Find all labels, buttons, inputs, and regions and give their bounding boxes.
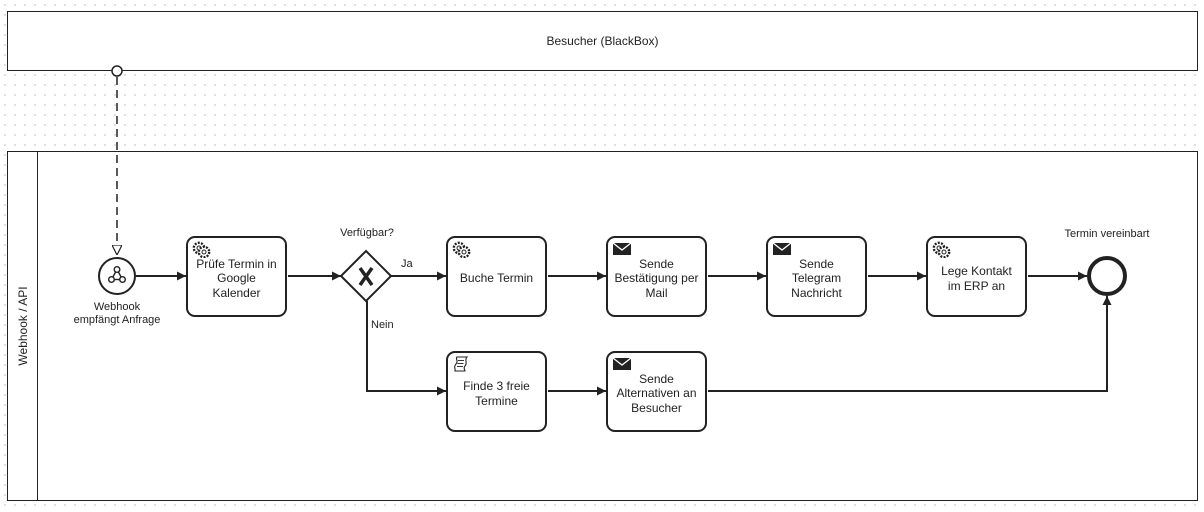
visitor-pool[interactable]: Besucher (BlackBox) — [7, 11, 1198, 71]
send-message-envelope-icon — [772, 242, 792, 255]
task-find-free-slots[interactable]: Finde 3 freie Termine — [446, 351, 547, 432]
task-mail-line2: Bestätigung per — [614, 271, 699, 286]
task-find-line2: Termine — [475, 393, 518, 408]
task-check-line2: Google — [217, 271, 256, 286]
gateway-yes-label: Ja — [401, 258, 413, 270]
start-event-label-line2: empfängt Anfrage — [73, 314, 161, 326]
service-task-gear-icon — [932, 241, 951, 258]
task-mail-line3: Mail — [645, 285, 668, 300]
send-message-envelope-icon — [612, 242, 632, 255]
webhook-pool-header: Webhook / API — [8, 152, 38, 500]
task-erp-line2: im ERP an — [947, 278, 1006, 293]
script-task-icon — [454, 356, 469, 372]
service-task-gear-icon — [452, 241, 471, 258]
task-mail-line1: Sende — [639, 256, 674, 271]
task-book-appointment[interactable]: Buche Termin — [446, 236, 547, 317]
task-telegram-line2: Telegram — [791, 271, 842, 286]
service-task-gear-icon — [192, 241, 211, 258]
gateway-label: Verfügbar? — [340, 227, 394, 239]
task-alt-line3: Besucher — [631, 400, 682, 415]
task-check-calendar[interactable]: Prüfe Termin in Google Kalender — [186, 236, 287, 317]
exclusive-gateway[interactable] — [339, 249, 393, 303]
start-event-label-line1: Webhook — [93, 301, 141, 313]
task-book-line1: Buche Termin — [459, 271, 534, 286]
start-event-label: Webhook empfängt Anfrage — [74, 301, 161, 327]
task-check-line1: Prüfe Termin in — [196, 256, 277, 271]
gateway-no-label: Nein — [371, 319, 394, 331]
visitor-pool-label: Besucher (BlackBox) — [546, 34, 659, 48]
flow-gateway-no[interactable] — [366, 301, 446, 396]
send-message-envelope-icon — [612, 357, 632, 370]
end-event-label: Termin vereinbart — [1064, 228, 1150, 240]
flow-alt-to-end[interactable] — [708, 296, 1112, 392]
end-event[interactable] — [1087, 256, 1127, 296]
task-telegram-line1: Sende — [799, 256, 834, 271]
task-erp-line1: Lege Kontakt — [941, 264, 1012, 278]
message-flow[interactable] — [111, 65, 123, 255]
start-event[interactable] — [98, 257, 136, 295]
task-alt-line2: Alternativen an — [616, 386, 697, 401]
task-alt-line1: Sende — [639, 371, 674, 386]
task-telegram-line3: Nachricht — [791, 285, 842, 300]
task-check-line3: Kalender — [212, 285, 261, 300]
webhook-icon — [107, 266, 126, 284]
task-send-alternatives[interactable]: Sende Alternativen an Besucher — [606, 351, 707, 432]
task-find-line1: Finde 3 freie — [463, 379, 530, 393]
exclusive-gateway-x-icon — [358, 266, 374, 287]
task-create-erp-contact[interactable]: Lege Kontakt im ERP an — [926, 236, 1027, 317]
webhook-pool[interactable]: Webhook / API — [7, 151, 1198, 501]
task-send-telegram[interactable]: Sende Telegram Nachricht — [766, 236, 867, 317]
task-send-confirmation-mail[interactable]: Sende Bestätigung per Mail — [606, 236, 707, 317]
